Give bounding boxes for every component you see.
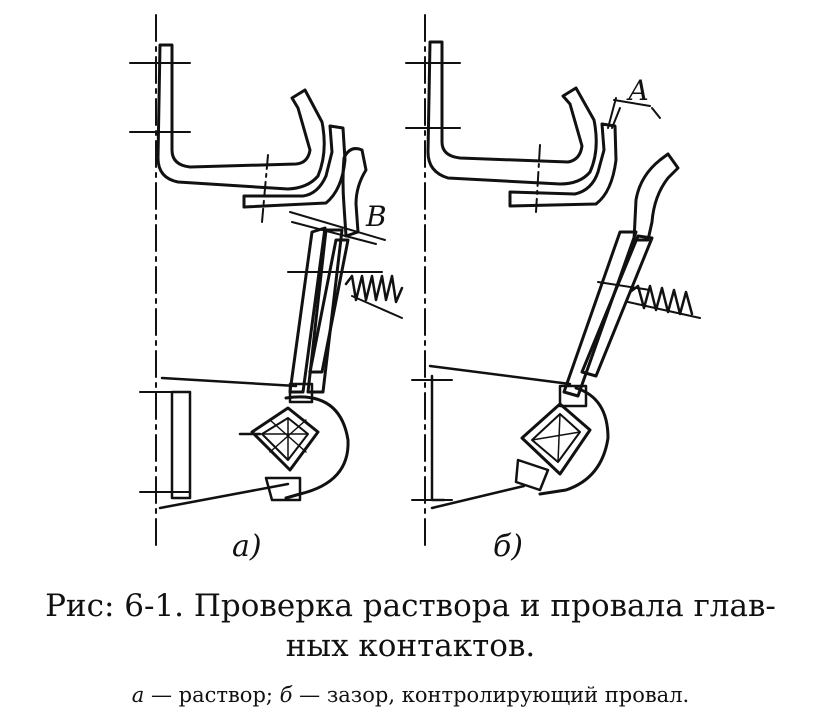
panel-a-contact-plate xyxy=(242,124,347,209)
panel-b-contact-bracket xyxy=(426,40,598,186)
figure-caption-line-1: Рис: 6-1. Проверка раствора и провала гл… xyxy=(45,588,776,624)
legend-b-letter: б xyxy=(279,683,293,707)
panel-b-moving-arm xyxy=(632,152,680,242)
panel-b-base xyxy=(428,364,572,510)
panel-a-base xyxy=(158,376,298,510)
panel-a-guide xyxy=(308,238,350,374)
panel-b-gap-label: А xyxy=(626,74,649,107)
panel-b-drawing xyxy=(405,14,701,549)
panel-a-hub xyxy=(284,395,350,500)
panel-b-contact-plate xyxy=(508,122,618,208)
panel-a-spring xyxy=(344,274,404,304)
legend-a-text: — раствор; xyxy=(144,683,280,707)
panel-b-hub xyxy=(538,386,610,496)
panel-b-spring xyxy=(628,284,694,316)
legend-a-letter: а xyxy=(131,683,145,707)
panel-b-label: б) xyxy=(493,529,523,564)
panel-b-lever xyxy=(562,230,638,398)
panel-a-drawing xyxy=(129,14,404,549)
panel-a-gap-label: В xyxy=(365,200,387,233)
figure-caption-line-2: ных контактов. xyxy=(285,628,536,664)
panel-a-moving-arm xyxy=(341,147,368,238)
legend-b-text: — зазор, контролирующий провал. xyxy=(292,683,690,707)
panel-a-label: а) xyxy=(232,529,262,564)
figure-legend: а — раствор; б — зазор, контролирующий п… xyxy=(0,683,821,707)
panel-b-gap-dimension xyxy=(607,97,661,129)
panel-a-gap-arrow xyxy=(289,211,386,245)
panel-a-lever xyxy=(288,226,327,394)
panel-a-contact-bracket xyxy=(156,43,326,191)
